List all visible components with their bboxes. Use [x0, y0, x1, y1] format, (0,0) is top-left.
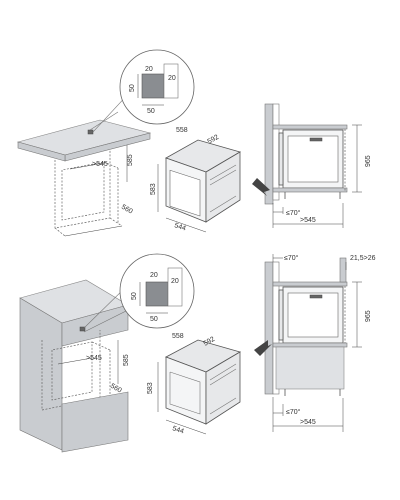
- bottom-zoom-top2: 20: [171, 278, 179, 285]
- bottom-cabinet-inner-width: >545: [86, 355, 102, 362]
- bottom-oven-front-width: 544: [171, 425, 184, 435]
- top-oven: [157, 139, 242, 233]
- top-cabinet-depth: 560: [120, 204, 134, 216]
- bottom-oven-depth: 558: [172, 333, 184, 340]
- bottom-zoom-top1: 20: [150, 272, 158, 279]
- bottom-side-depth: >545: [300, 419, 316, 426]
- top-zoom-bottom: 50: [147, 108, 155, 115]
- bottom-zoom-bottom: 50: [150, 316, 158, 323]
- bottom-side-gap: ≤70°: [286, 408, 301, 416]
- top-cabinet-inner-width: >545: [92, 161, 108, 168]
- top-zoom-left: 50: [129, 84, 136, 92]
- bottom-side-height: 965: [365, 310, 372, 322]
- bottom-side-section: [254, 254, 362, 432]
- top-side-height: 965: [365, 155, 372, 167]
- top-zoom-detail: [119, 49, 195, 125]
- top-oven-width: 592: [207, 134, 221, 146]
- bottom-oven: [157, 339, 242, 435]
- bottom-side-gap-right: 21,5>26: [350, 255, 376, 262]
- bottom-housing-sketch: [19, 279, 129, 453]
- bottom-oven-width: 592: [203, 336, 217, 348]
- top-oven-depth: 558: [176, 127, 188, 134]
- bottom-zoom-detail: [119, 253, 195, 329]
- top-zoom-top1: 20: [145, 66, 153, 73]
- top-side-depth: >545: [300, 217, 316, 224]
- bottom-zoom-left: 50: [131, 292, 138, 300]
- top-zoom-top2: 20: [168, 75, 176, 82]
- top-oven-height: 583: [150, 183, 157, 195]
- bottom-oven-height: 583: [147, 382, 154, 394]
- top-oven-front-width: 544: [173, 222, 186, 232]
- bottom-cabinet-height: 585: [123, 354, 130, 366]
- bottom-cabinet-depth: 560: [109, 383, 123, 395]
- top-cabinet-sketch: [16, 91, 152, 237]
- bottom-side-gap-top: ≤70°: [284, 254, 299, 262]
- top-side-gap: ≤70°: [286, 209, 301, 217]
- top-side-section: [252, 103, 362, 228]
- top-cabinet-height: 585: [127, 154, 134, 166]
